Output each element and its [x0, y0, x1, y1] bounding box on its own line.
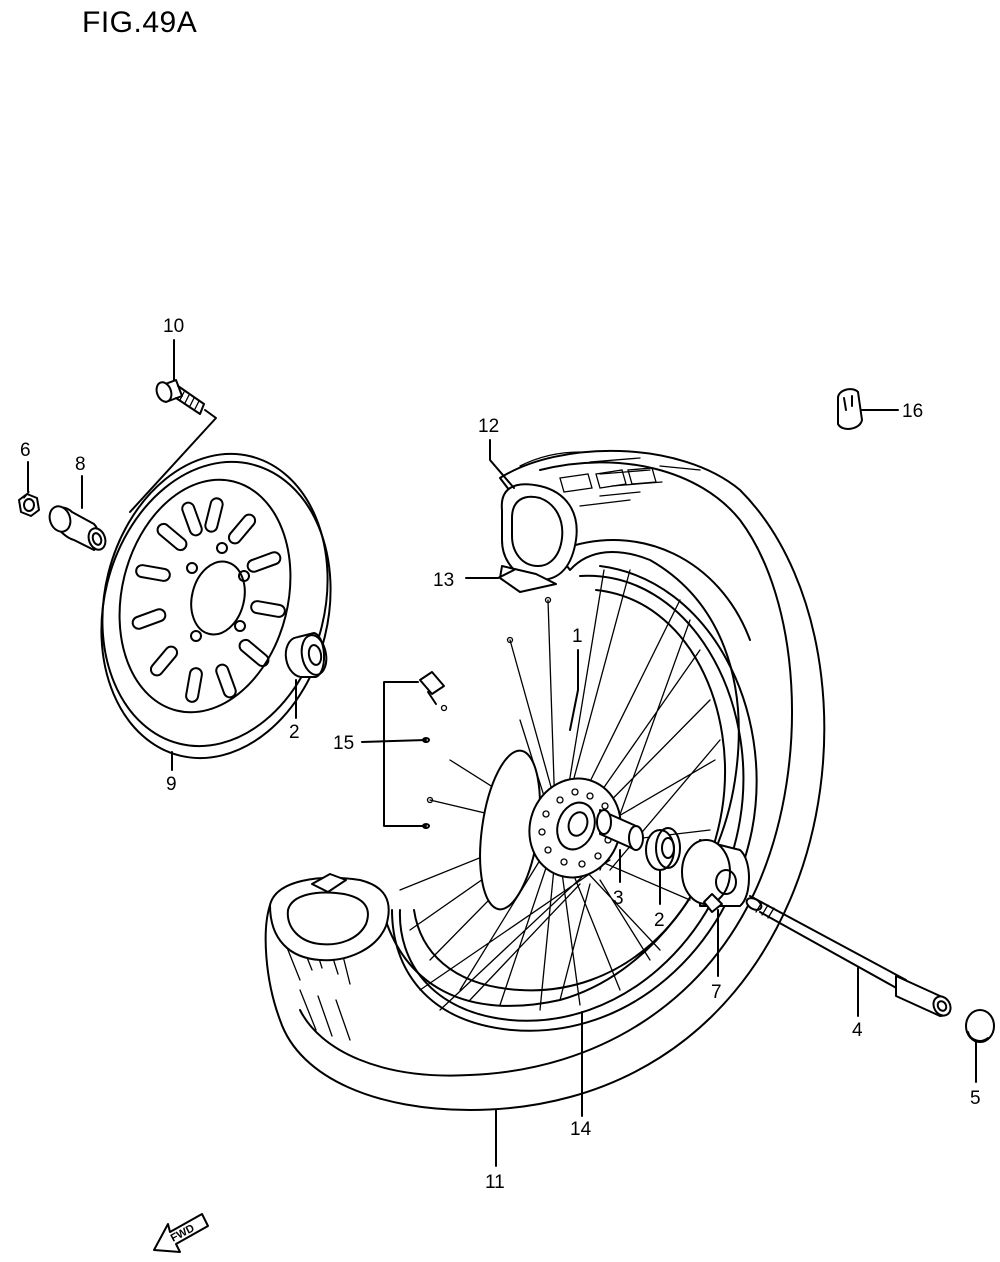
front-axle: [745, 895, 952, 1017]
disc-slots: [131, 497, 286, 703]
balance-weight: [837, 388, 863, 430]
callout-14: 14: [570, 1119, 592, 1140]
valve-stem: [419, 671, 445, 829]
callout-11: 11: [485, 1172, 505, 1193]
disc-bolt: [129, 379, 217, 513]
callout-13: 13: [433, 570, 454, 591]
tire-section-bottom: [269, 873, 390, 962]
axle-spacer: [596, 809, 644, 851]
callout-4: 4: [852, 1020, 863, 1041]
callout-8: 8: [75, 454, 86, 475]
wheel-hub: [479, 749, 622, 911]
figure-title: FIG.49A: [82, 6, 198, 39]
callout-7: 7: [711, 982, 722, 1003]
bearing-left: [284, 632, 328, 678]
callout-10: 10: [163, 316, 184, 337]
callout-2-left: 2: [289, 722, 300, 743]
callout-9: 9: [166, 774, 177, 795]
callout-3: 3: [613, 888, 624, 909]
leader-lines: [27, 339, 977, 1167]
callout-15: 15: [333, 733, 354, 754]
tire: [264, 449, 826, 1111]
tire-section-top: [499, 483, 578, 593]
callout-12: 12: [478, 416, 499, 437]
axle-cap: [965, 1009, 995, 1043]
callout-1: 1: [572, 626, 583, 647]
callout-5: 5: [970, 1088, 981, 1109]
fwd-direction-arrow: FWD: [153, 1213, 209, 1253]
callout-2-right: 2: [654, 910, 665, 931]
spacer: [48, 505, 107, 551]
nut: [18, 491, 40, 517]
collar: [681, 839, 750, 913]
bearing-right: [645, 827, 681, 871]
disc-bolt-holes: [186, 542, 250, 642]
callout-labels: 10 6 8 2 9 12 13 1 15 3 2 7 4 5 14 11 16: [20, 316, 981, 1193]
callout-6: 6: [20, 440, 31, 461]
callout-16: 16: [902, 401, 923, 422]
brake-disc: [100, 452, 332, 760]
